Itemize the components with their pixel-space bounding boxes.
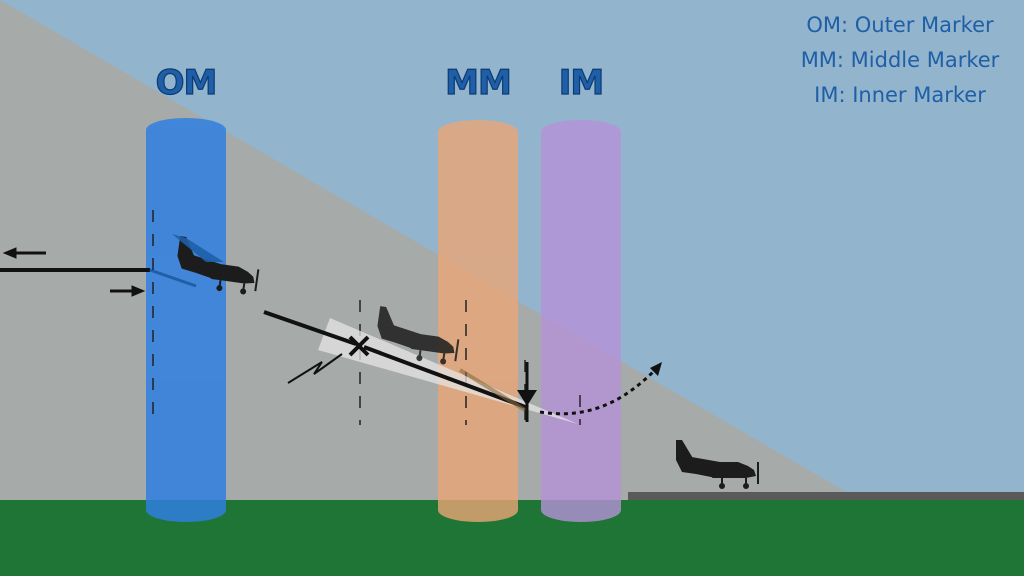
legend-mm: MM: Middle Marker xyxy=(801,48,1000,72)
missed-approach-path xyxy=(539,368,657,416)
decision-height-marker xyxy=(517,362,537,422)
marker-om-beam xyxy=(146,118,226,522)
legend-im: IM: Inner Marker xyxy=(814,83,986,107)
marker-mm-beam xyxy=(438,120,518,522)
lightning-icon xyxy=(287,353,343,384)
legend-om: OM: Outer Marker xyxy=(806,13,994,37)
arrow-icon xyxy=(650,362,662,376)
marker-im-label: IM xyxy=(559,63,603,103)
glide-slope-cone xyxy=(318,318,578,424)
cross-icon xyxy=(348,335,370,357)
arrow-icon xyxy=(2,247,146,297)
airplane-wing-shadow xyxy=(172,234,224,262)
marker-im-beam xyxy=(541,120,621,522)
runway xyxy=(628,492,1024,500)
glide-slope-path xyxy=(263,310,529,412)
marker-om-label: OM xyxy=(156,63,217,103)
level-flight-path xyxy=(0,268,197,288)
marker-mm-label: MM xyxy=(445,63,511,103)
